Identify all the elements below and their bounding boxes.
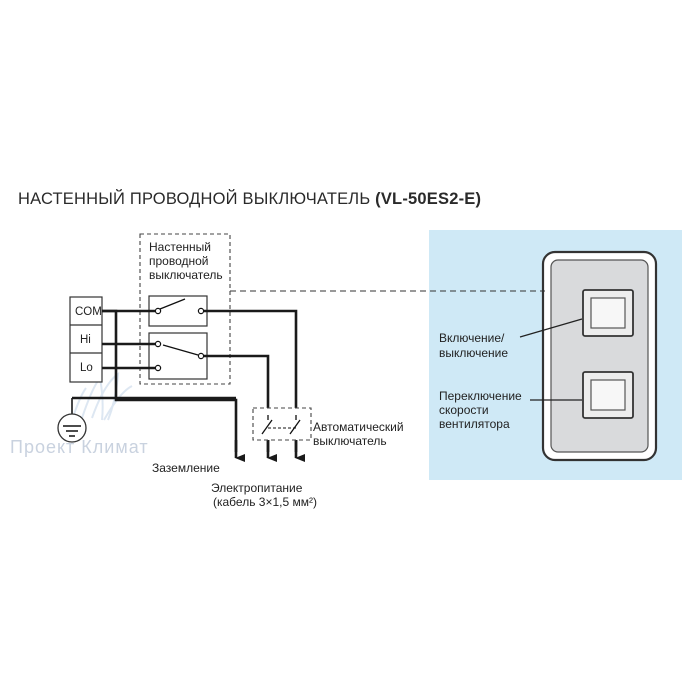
on-off-switch-element: [148, 295, 208, 327]
diagram-title: НАСТЕННЫЙ ПРОВОДНОЙ ВЫКЛЮЧАТЕЛЬ (VL-50ES…: [18, 190, 481, 209]
power-label-line1: Электропитание: [211, 481, 303, 495]
speed-label-line2: скорости: [439, 403, 489, 417]
wall-switch-plate: [541, 250, 658, 462]
speed-label-line3: вентилятора: [439, 417, 510, 431]
terminal-block: [69, 296, 103, 383]
terminal-hi-label: Hi: [80, 334, 91, 346]
auto-switch-label-line2: выключатель: [313, 434, 387, 448]
speed-rocker-button: [582, 371, 634, 419]
wall-switch-label-line1: Настенный: [149, 240, 211, 254]
ground-symbol: [57, 398, 87, 443]
watermark-text: Проект Климат: [10, 437, 149, 457]
title-model: (VL-50ES2-E): [375, 190, 482, 208]
on-off-rocker-button: [582, 289, 634, 337]
terminal-lo-label: Lo: [80, 362, 93, 374]
title-main: НАСТЕННЫЙ ПРОВОДНОЙ ВЫКЛЮЧАТЕЛЬ: [18, 190, 371, 208]
on-off-label-line1: Включение/: [439, 331, 505, 345]
circuit-breaker: [252, 407, 312, 441]
speed-switch-element: [148, 332, 208, 380]
auto-switch-label-line1: Автоматический: [313, 420, 404, 434]
wall-switch-label-line3: выключатель: [149, 268, 223, 282]
speed-label-line1: Переключение: [439, 389, 522, 403]
power-label-line2: (кабель 3×1,5 мм²): [213, 495, 317, 509]
terminal-com-label: COM: [75, 306, 102, 318]
ground-label: Заземление: [152, 461, 220, 475]
on-off-callout-line: [519, 318, 583, 338]
on-off-label-line2: выключение: [439, 346, 508, 360]
wall-switch-label-line2: проводной: [149, 254, 209, 268]
wall-switch-dashed-box: [139, 233, 231, 385]
